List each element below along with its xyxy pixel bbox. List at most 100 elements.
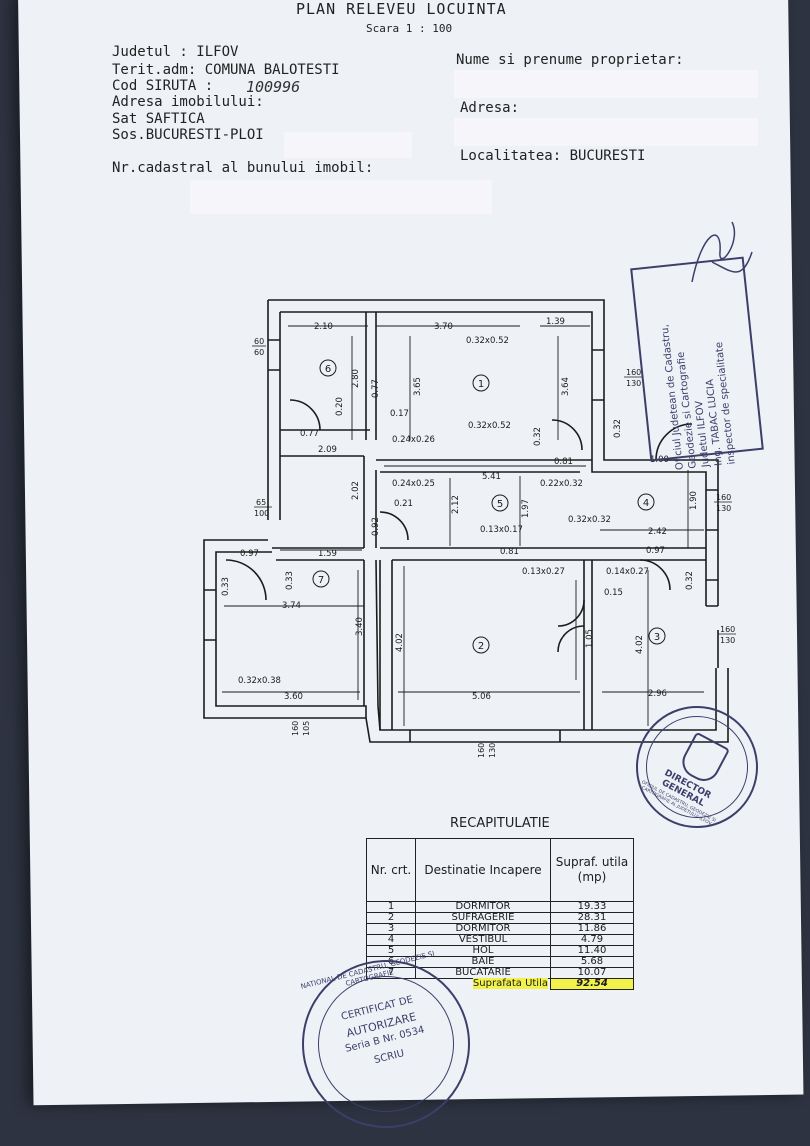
wall-inner	[363, 456, 377, 548]
wall-inner	[365, 312, 377, 440]
door-swing	[379, 511, 409, 541]
room-circle	[648, 627, 666, 645]
dim-label: 1.00	[650, 455, 669, 465]
dim-label: 0.15	[604, 588, 623, 598]
dim-label: 0.24x0.25	[392, 479, 435, 489]
redaction-block	[454, 70, 758, 98]
judet-line: Judetul : ILFOV	[112, 44, 239, 60]
dim-line	[449, 470, 689, 548]
window-label: 160	[720, 625, 735, 634]
cell-dest: DORMITOR	[415, 901, 551, 913]
dim-label: 2.09	[318, 445, 337, 455]
dim-line	[357, 566, 649, 726]
dim-label: 0.32	[533, 427, 543, 446]
window	[268, 339, 280, 371]
document-photo: PLAN RELEVEU LOCUINTA Scara 1 : 100 Jude…	[18, 0, 804, 1146]
window-label: 100	[254, 509, 269, 518]
sat-line: Sat SAFTICA	[112, 111, 205, 127]
cell-dest: VESTIBUL	[415, 934, 551, 946]
cell-area: 11.86	[550, 923, 634, 935]
dim-line	[230, 549, 362, 553]
door-swing	[551, 419, 583, 451]
cell-nr: 1	[366, 901, 416, 913]
localitate-line: Localitatea: BUCURESTI	[460, 148, 646, 164]
recap-col-area: Supraf. utila (mp)	[550, 838, 634, 902]
proprietar-line: Nume si prenume proprietar:	[456, 52, 684, 68]
cell-area: 11.40	[550, 945, 634, 957]
door-swing	[557, 599, 585, 653]
dim-label: 3.60	[284, 692, 303, 702]
cell-area: 19.33	[550, 901, 634, 913]
wall-outer	[365, 668, 729, 743]
dim-label: 0.24x0.26	[392, 435, 435, 445]
dim-label: 0.17	[390, 409, 409, 419]
window-label: 60	[254, 348, 264, 357]
recap-header-row: Nr. crt. Destinatie Incapere Supraf. uti…	[366, 838, 634, 902]
dim-label: 0.13x0.17	[480, 525, 523, 535]
wall-outer	[203, 539, 367, 719]
dim-label: 0.81	[554, 457, 573, 467]
room-circle	[472, 636, 490, 654]
cell-nr: 4	[366, 934, 416, 946]
window-label: 160	[626, 368, 641, 377]
nr-cadastral-line: Nr.cadastral al bunului imobil:	[112, 160, 374, 176]
cell-area: 4.79	[550, 934, 634, 946]
siruta-line: Cod SIRUTA :	[112, 78, 214, 94]
sos-line: Sos.BUCURESTI-PLOI	[112, 127, 264, 143]
window	[706, 489, 718, 531]
door-swing	[639, 559, 671, 591]
dim-label: 2.96	[648, 689, 667, 699]
cell-nr: 2	[366, 912, 416, 924]
dim-line	[486, 529, 704, 549]
room-circle	[319, 359, 337, 377]
wall-inner	[376, 459, 592, 473]
dim-label: 3.64	[561, 377, 571, 396]
room-circle	[491, 494, 509, 512]
dim-label: 0.14x0.27	[606, 567, 649, 577]
plan-scale: Scara 1 : 100	[366, 22, 453, 35]
adresa-imobil-line: Adresa imobilului:	[112, 94, 264, 110]
dim-label: 4.02	[635, 635, 645, 654]
window-label: 160	[477, 743, 486, 758]
room-number: 3	[654, 632, 660, 643]
cell-nr: 3	[366, 923, 416, 935]
room-number: 7	[318, 575, 324, 586]
dim-label: 2.10	[314, 322, 333, 332]
recap-table: Nr. crt. Destinatie Incapere Supraf. uti…	[366, 838, 634, 990]
window-label: 65	[256, 498, 266, 507]
total-value: 92.54	[550, 978, 634, 990]
dim-label: 0.33	[285, 571, 295, 590]
dim-label: 0.92	[371, 517, 381, 536]
room-circle	[637, 493, 655, 511]
cell-dest: SUFRAGERIE	[415, 912, 551, 924]
window-label: 160	[716, 493, 731, 502]
window-label: 130	[716, 504, 731, 513]
cell-area: 28.31	[550, 912, 634, 924]
cell-dest: DORMITOR	[415, 923, 551, 935]
teritoriu-line: Terit.adm: COMUNA BALOTESTI	[112, 62, 340, 78]
room-circle	[312, 570, 330, 588]
room-markers: 1 2 3 4 5 6 7	[312, 359, 666, 654]
dim-label: 3.70	[434, 322, 453, 332]
wall-inner	[272, 547, 364, 561]
room-number: 5	[497, 499, 503, 510]
dim-label: 0.13x0.27	[522, 567, 565, 577]
dim-label: 3.74	[282, 601, 301, 611]
plan-title: PLAN RELEVEU LOCUINTA	[296, 0, 507, 18]
cell-area: 5.68	[550, 956, 634, 968]
dim-label: 2.42	[648, 527, 667, 537]
dim-label: 0.32	[685, 571, 695, 590]
redaction-block	[190, 180, 492, 214]
window-label: 130	[720, 636, 735, 645]
dim-label: 0.32x0.38	[238, 676, 281, 686]
window	[409, 730, 561, 742]
door-swing	[289, 399, 321, 431]
dim-label: 0.32x0.52	[468, 421, 511, 431]
room-number: 2	[478, 641, 484, 652]
dim-label: 5.41	[482, 472, 501, 482]
dim-label: 1.05	[585, 629, 595, 648]
dim-label: 0.32x0.32	[568, 515, 611, 525]
door-swing	[655, 423, 693, 461]
